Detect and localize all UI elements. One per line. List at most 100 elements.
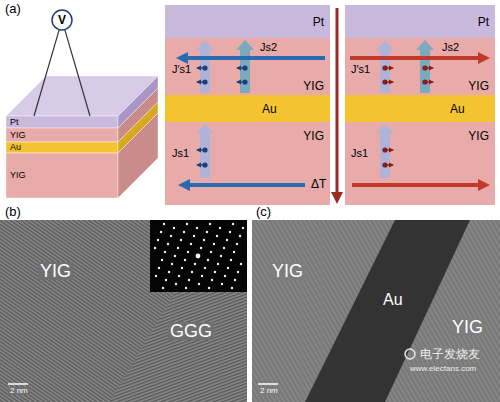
diffraction-spot [164,251,166,253]
layer-name: YIG [468,80,489,92]
illustration-part [6,116,118,128]
diffraction-spot [193,235,195,237]
diffraction-spot [196,227,198,229]
illustration-part [345,38,495,95]
illustration-part [382,65,387,70]
diffraction-spot [223,247,225,249]
meter-symbol: V [58,14,66,26]
layer-name: YIG [468,130,489,142]
diffraction-spot [221,283,223,285]
illustration-part [197,68,246,165]
layer-name: Pt [10,118,19,127]
illustration-part [382,162,387,167]
diffraction-spot [191,271,193,273]
diffraction-spot [207,259,209,261]
illustration-part [6,153,118,198]
illustration-part [242,65,247,70]
diffraction-spot [177,247,179,249]
illustration-part [202,65,247,167]
illustration-part [350,52,490,64]
diffraction-spot [220,255,222,257]
current-label: Js2 [440,42,461,53]
illustration-part [118,113,158,198]
diffraction-spot [163,223,165,225]
current-label: Js1 [170,148,191,159]
diffraction-spot [194,263,196,265]
diffraction-spot [168,271,170,273]
region-label: YIG [450,318,485,336]
illustration-part [305,220,470,402]
stack-3d [6,76,158,198]
illustration-part [202,65,207,70]
diffraction-spot [213,243,215,245]
illustration-part [405,349,415,359]
voltmeter-wire [34,30,59,116]
voltmeter-wire [65,30,90,116]
illustration-part [165,5,330,38]
illustration-part [242,79,247,84]
layer-name: Au [450,103,465,115]
illustration-part [165,38,330,95]
layer-band: YIG [6,128,118,142]
diffraction-spot [201,275,203,277]
diffraction-spot [174,255,176,257]
diffraction-spot [204,267,206,269]
illustration-part [382,65,427,167]
diffraction-spot [226,239,228,241]
panel-letter: (a) [3,2,23,15]
illustration-part [252,220,500,402]
diffraction-spot [224,275,226,277]
layer-band: Au [6,142,118,153]
diffraction-spot [239,235,241,237]
diffraction-spot [167,243,169,245]
illustration-part [422,79,427,84]
layer-name: Pt [313,16,324,28]
diffraction-spot [165,279,167,281]
diffraction-spot [162,287,164,289]
layer-name: YIG [10,131,26,140]
layer-name: YIG [10,171,26,180]
illustration-part [178,179,305,191]
diffraction-spot [181,267,183,269]
illustration-part [165,95,330,122]
diffraction-spot [208,287,210,289]
layer-name: YIG [303,130,324,142]
diffraction-spot [155,275,157,277]
diffraction-spot [211,279,213,281]
illustration-part [202,162,207,167]
diffraction-spot [217,263,219,265]
layer-band: Au [345,95,495,122]
panel-letter: (c) [254,205,273,218]
diffraction-spot [186,223,188,225]
diffraction-spot [240,263,242,265]
scale-label: 2 nm [258,387,280,395]
illustration-part [150,220,247,292]
diffraction-spot [183,231,185,233]
illustration-part [8,383,28,385]
illustration-part [196,40,214,93]
diffraction-spot [196,254,201,259]
voltmeter-circle: V [51,9,73,31]
region-label: Au [381,292,405,308]
layer-name: Au [262,103,277,115]
illustration-part [376,124,394,178]
diffraction-spot [185,287,187,289]
diffraction-spot [236,243,238,245]
diffraction-spot [188,279,190,281]
current-label: J′s1 [170,64,193,75]
diffraction-spot [231,287,233,289]
gradient-label: ΔT [309,178,328,190]
illustration-part [6,128,118,142]
illustration-part [422,65,427,70]
diffraction-spot [198,283,200,285]
diffraction-spot [209,223,211,225]
temperature-gradient-arrow [331,8,343,204]
current-label: Js2 [258,42,279,53]
illustration-part [352,179,490,191]
layer-band: Pt [6,116,118,128]
panel-letter: (b) [3,205,23,218]
diffraction-spot [206,231,208,233]
tem-image-c [252,220,500,402]
